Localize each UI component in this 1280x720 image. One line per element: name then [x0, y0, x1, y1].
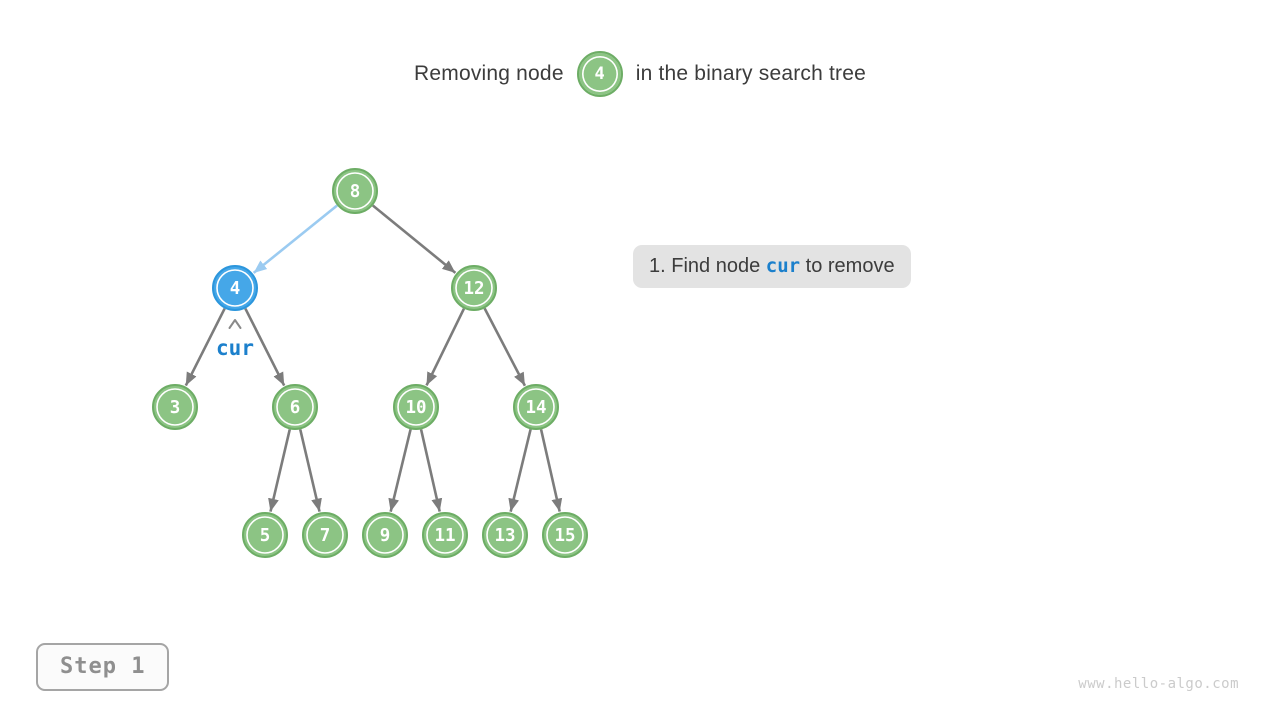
svg-text:8: 8 — [350, 182, 361, 202]
tree-edge-6-7 — [298, 429, 322, 512]
tree-edge-8-4 — [252, 204, 338, 274]
step-annotation: 1. Find node cur to remove — [633, 245, 911, 288]
annotation-text-end: to remove — [800, 255, 895, 277]
tree-edge-12-10 — [425, 308, 466, 386]
svg-text:9: 9 — [380, 526, 391, 546]
tree-edge-14-15 — [539, 429, 563, 512]
tree-node-8: 8 — [332, 168, 378, 214]
annotation-code-cur: cur — [765, 255, 801, 277]
tree-edge-10-11 — [419, 429, 443, 512]
tree-node-13: 13 — [482, 512, 528, 558]
tree-node-12: 12 — [451, 265, 497, 311]
tree-node-9: 9 — [362, 512, 408, 558]
svg-text:13: 13 — [494, 526, 515, 546]
svg-text:10: 10 — [405, 398, 426, 418]
svg-text:7: 7 — [320, 526, 331, 546]
tree-node-7: 7 — [302, 512, 348, 558]
svg-text:4: 4 — [230, 279, 241, 299]
watermark: www.hello-algo.com — [1078, 676, 1239, 692]
svg-text:11: 11 — [434, 526, 455, 546]
tree-edge-14-13 — [508, 429, 532, 512]
tree-edge-4-3 — [184, 307, 226, 387]
tree-edge-10-9 — [388, 429, 412, 512]
svg-text:15: 15 — [554, 526, 575, 546]
svg-text:3: 3 — [170, 398, 181, 418]
title-suffix: in the binary search tree — [635, 62, 866, 85]
tree-edge-4-6 — [244, 307, 286, 387]
figure-title: Removing node 4 in the binary search tre… — [0, 49, 1280, 99]
cur-pointer-label: cur — [216, 336, 254, 360]
tree-edge-12-14 — [483, 307, 527, 387]
annotation-text-start: 1. Find node — [649, 255, 766, 277]
svg-text:14: 14 — [525, 398, 546, 418]
tree-edge-6-5 — [268, 429, 292, 512]
tree-node-14: 14 — [513, 384, 559, 430]
tree-node-4: 4 — [212, 265, 258, 311]
cur-pointer-caret — [228, 319, 242, 329]
tree-node-6: 6 — [272, 384, 318, 430]
title-node-badge: 4 — [576, 51, 623, 97]
title-prefix: Removing node — [414, 62, 564, 85]
svg-text:6: 6 — [290, 398, 301, 418]
tree-node-15: 15 — [542, 512, 588, 558]
svg-text:12: 12 — [463, 279, 484, 299]
step-label: Step 1 — [36, 643, 170, 691]
tree-node-10: 10 — [393, 384, 439, 430]
tree-node-5: 5 — [242, 512, 288, 558]
title-node-value: 4 — [594, 64, 605, 84]
tree-node-11: 11 — [422, 512, 468, 558]
svg-text:5: 5 — [260, 526, 271, 546]
tree-edge-8-12 — [372, 204, 457, 274]
tree-node-3: 3 — [152, 384, 198, 430]
